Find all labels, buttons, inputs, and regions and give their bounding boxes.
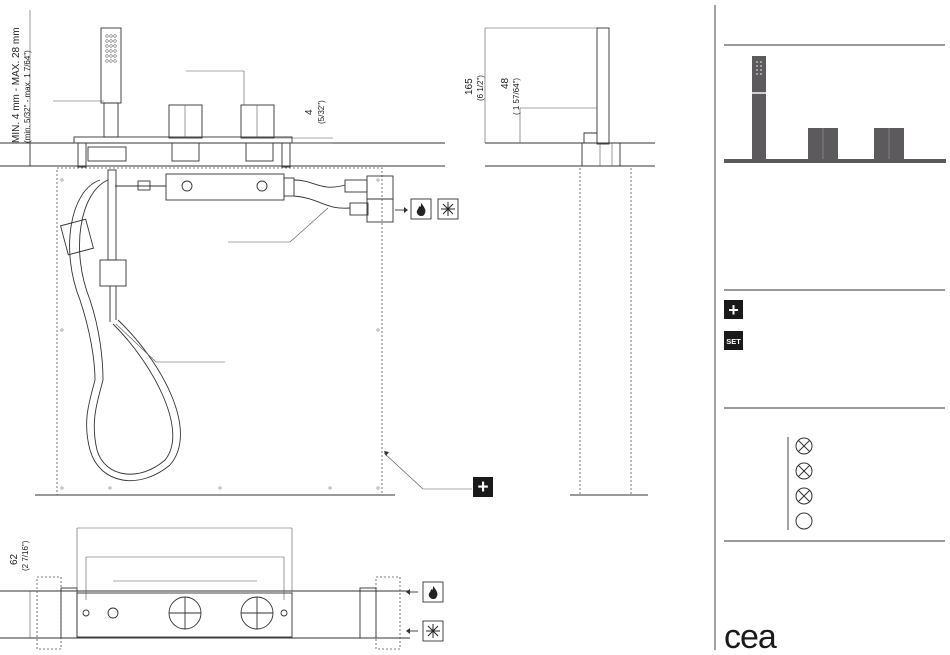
panel-plus-icon: + <box>724 300 743 320</box>
flange-right <box>282 143 290 167</box>
wall-thickness-label: MIN. 4 mm - MAX. 28 mm <box>11 27 22 143</box>
brand-logo: cea <box>724 618 777 655</box>
installation-box <box>57 168 382 495</box>
side-spout <box>597 28 609 144</box>
hot-inlet-pipe <box>294 180 345 187</box>
hot-water-icon <box>411 199 431 219</box>
cold-inlet-pipe <box>294 196 350 208</box>
plan-shower-outlet <box>108 608 118 618</box>
leader-hose <box>116 324 156 362</box>
crossed-circle-icon <box>796 463 812 479</box>
shower-connector <box>88 147 126 161</box>
crossed-circle-icon <box>796 488 812 504</box>
outlet-height-imperial: ( 1 57/64") <box>512 78 521 115</box>
handle-projection-label: 4 <box>304 109 315 115</box>
front-view: MIN. 4 mm - MAX. 28 mm (min. 5/32" - max… <box>0 10 493 498</box>
side-base <box>582 143 620 166</box>
spout-height-label: 165 <box>464 78 475 95</box>
crossed-circle-icon <box>796 438 812 454</box>
svg-text:+: + <box>477 477 488 498</box>
wall-thickness-imperial: (min. 5/32" - max. 1 7/64") <box>23 50 32 143</box>
plan-fixing-right <box>281 610 287 616</box>
svg-text:+: + <box>728 300 739 320</box>
info-panel: + SET cea <box>715 5 946 655</box>
hose-weight <box>100 260 126 286</box>
mixer-body <box>166 174 284 200</box>
empty-circle-icon <box>796 513 812 529</box>
plate-depth-imperial: (2 7/16") <box>21 540 30 571</box>
cold-water-icon <box>438 199 458 219</box>
hand-shower <box>101 28 121 137</box>
handle-right <box>241 105 274 138</box>
side-view: 165 (6 1/2") 48 ( 1 57/64") <box>464 28 655 495</box>
plan-fixing-left <box>83 610 89 616</box>
flange-left <box>78 143 86 167</box>
plan-view: 62 (2 7/16") <box>0 528 443 649</box>
hose-pipe <box>108 170 116 260</box>
hose-grip <box>61 219 94 255</box>
outlet-height-label: 48 <box>500 77 511 89</box>
plus-icon: + <box>473 477 493 498</box>
plan-hot-water-icon <box>423 582 443 602</box>
svg-text:SET: SET <box>726 337 741 346</box>
plan-plate <box>77 593 292 637</box>
spout-height-imperial: (6 1/2") <box>476 75 485 101</box>
product-preview <box>724 56 946 163</box>
plan-cold-water-icon <box>423 621 443 641</box>
handle-left <box>169 105 202 138</box>
set-icon: SET <box>724 331 743 350</box>
plate-depth-label: 62 <box>9 553 20 565</box>
leader-plus <box>384 453 423 489</box>
handle-projection-imperial: (5/32") <box>317 100 326 124</box>
